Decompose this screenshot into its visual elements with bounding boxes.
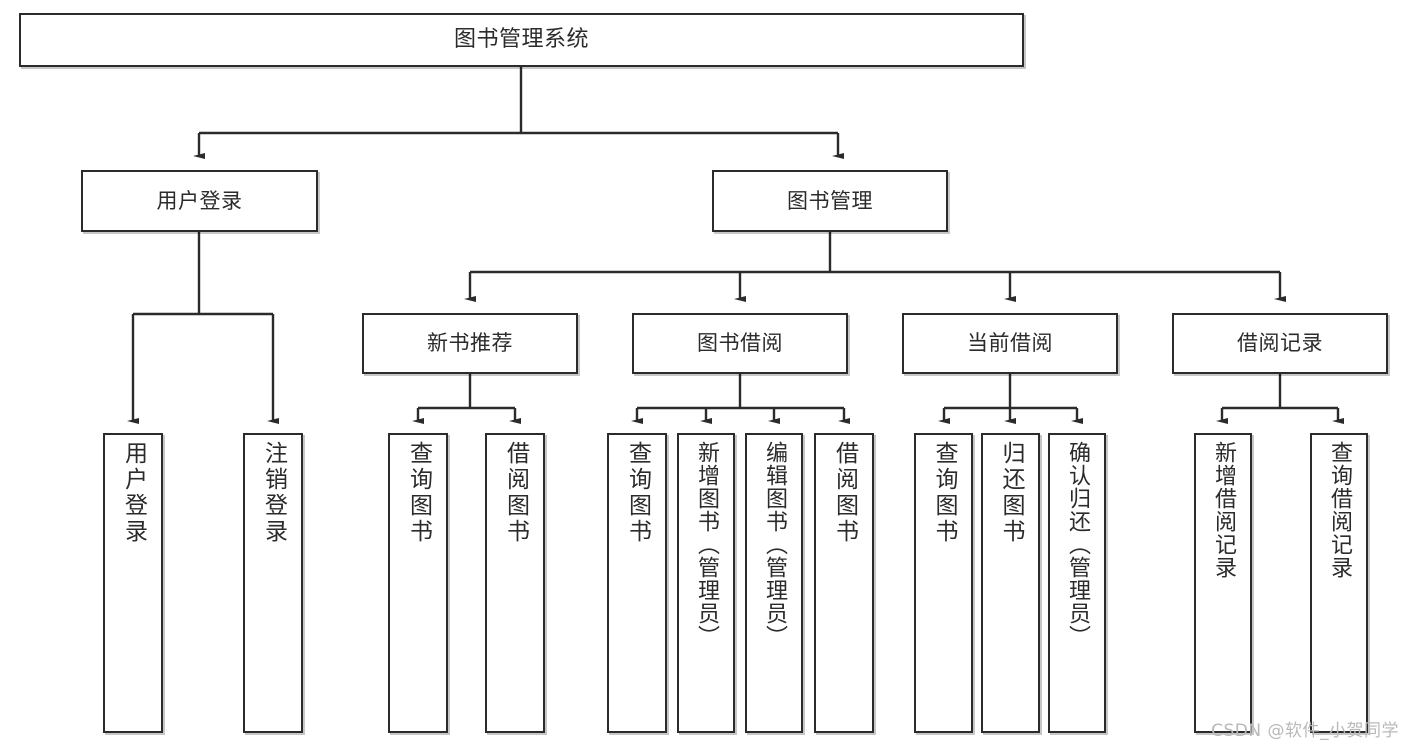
node-label: 查询借阅记录 bbox=[1327, 441, 1352, 579]
node-label: 图书管理系统 bbox=[453, 27, 589, 53]
node-label: 借阅记录 bbox=[1237, 331, 1323, 356]
node-book-borrow[interactable]: 图书借阅 bbox=[632, 313, 848, 374]
node-label: 归还图书 bbox=[998, 441, 1024, 545]
node-label: 查询图书 bbox=[405, 441, 432, 545]
node-label: 确认归还（管理员） bbox=[1065, 441, 1090, 648]
node-leaf-book-borrow-query[interactable]: 查询图书 bbox=[607, 433, 667, 733]
node-user-login[interactable]: 用户登录 bbox=[81, 170, 318, 232]
node-label: 图书借阅 bbox=[697, 331, 783, 356]
node-borrow-record[interactable]: 借阅记录 bbox=[1172, 313, 1388, 374]
node-label: 当前借阅 bbox=[967, 331, 1053, 356]
node-label: 注销登录 bbox=[260, 441, 287, 545]
node-leaf-new-book-query[interactable]: 查询图书 bbox=[388, 433, 448, 733]
node-current-borrow[interactable]: 当前借阅 bbox=[902, 313, 1118, 374]
node-leaf-current-borrow-return[interactable]: 归还图书 bbox=[981, 433, 1040, 733]
node-new-book-recommend[interactable]: 新书推荐 bbox=[362, 313, 578, 374]
node-leaf-book-borrow-edit[interactable]: 编辑图书（管理员） bbox=[745, 433, 803, 733]
node-leaf-borrow-record-add[interactable]: 新增借阅记录 bbox=[1194, 433, 1252, 733]
node-leaf-user-login-logout[interactable]: 注销登录 bbox=[243, 433, 303, 733]
node-leaf-borrow-record-query[interactable]: 查询借阅记录 bbox=[1310, 433, 1368, 733]
node-leaf-current-borrow-query[interactable]: 查询图书 bbox=[914, 433, 973, 733]
node-label: 查询图书 bbox=[624, 441, 651, 545]
watermark-text: CSDN @软件_小贺同学 bbox=[1211, 721, 1399, 741]
node-leaf-book-borrow-borrow[interactable]: 借阅图书 bbox=[814, 433, 874, 733]
node-label: 新增借阅记录 bbox=[1211, 441, 1236, 579]
node-leaf-user-login-login[interactable]: 用户登录 bbox=[103, 433, 163, 733]
node-root-book-management-system[interactable]: 图书管理系统 bbox=[19, 13, 1024, 67]
node-label: 图书管理 bbox=[787, 188, 873, 213]
node-label: 查询图书 bbox=[931, 441, 957, 545]
node-label: 新增图书（管理员） bbox=[694, 441, 719, 648]
node-label: 用户登录 bbox=[156, 188, 243, 213]
node-label: 用户登录 bbox=[120, 441, 147, 545]
node-book-management[interactable]: 图书管理 bbox=[712, 170, 948, 232]
node-leaf-current-borrow-confirm-return[interactable]: 确认归还（管理员） bbox=[1048, 433, 1106, 733]
node-leaf-new-book-borrow[interactable]: 借阅图书 bbox=[485, 433, 545, 733]
node-label: 新书推荐 bbox=[427, 331, 513, 356]
node-leaf-book-borrow-add[interactable]: 新增图书（管理员） bbox=[677, 433, 735, 733]
node-label: 借阅图书 bbox=[502, 441, 529, 545]
node-label: 借阅图书 bbox=[831, 441, 858, 545]
node-label: 编辑图书（管理员） bbox=[762, 441, 787, 648]
